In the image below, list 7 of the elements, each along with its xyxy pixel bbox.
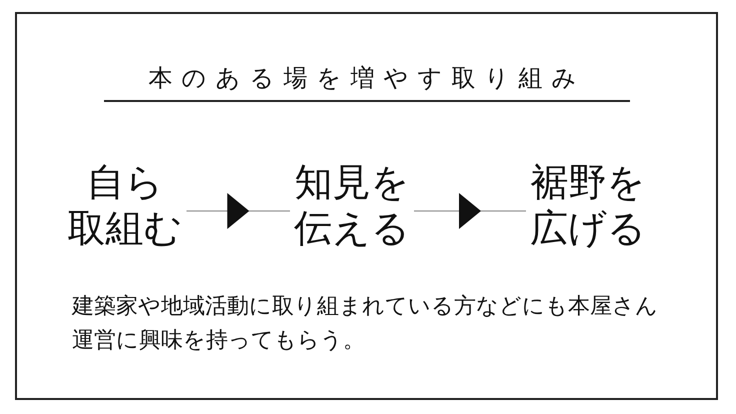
step-text: 裾野を広げる	[530, 159, 646, 251]
step-text: 自ら取組む	[68, 159, 182, 251]
title: 本のある場を増やす取り組み	[104, 62, 630, 102]
arrow	[186, 193, 290, 229]
description-text: 建築家や地域活動に取り組まれている方などにも本屋さん運営に興味を持ってもらう。	[72, 293, 659, 355]
step-text: 知見を伝える	[294, 159, 410, 251]
arrow	[414, 193, 526, 229]
